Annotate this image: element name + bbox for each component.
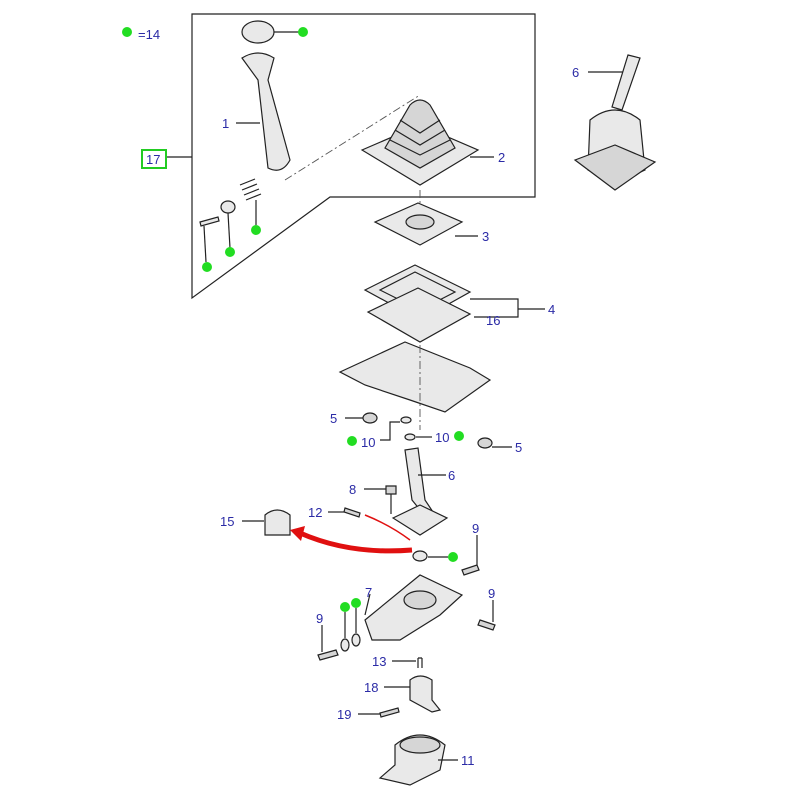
leader-line: [412, 550, 428, 562]
gear-knob: [241, 52, 291, 171]
spring: [239, 178, 262, 201]
callout-16[interactable]: 16: [486, 313, 500, 328]
nut: [362, 412, 378, 424]
leader-line: [340, 638, 350, 652]
green-dot: [351, 598, 361, 608]
leader-line: [573, 144, 657, 191]
leader-line: [477, 619, 496, 631]
leader-line: [379, 707, 400, 718]
leader-line: [364, 593, 371, 616]
callout-9[interactable]: 9: [488, 586, 495, 601]
callout-11[interactable]: 11: [461, 753, 475, 768]
knob-cap: [241, 20, 275, 44]
green-dot: [251, 225, 261, 235]
green-dot: [298, 27, 308, 37]
green-dot: [454, 431, 464, 441]
callout-2[interactable]: 2: [498, 150, 505, 165]
linkage: [409, 675, 442, 713]
callout-15[interactable]: 15: [220, 514, 234, 529]
callout-9[interactable]: 9: [472, 521, 479, 536]
callout-12[interactable]: 12: [308, 505, 322, 520]
shift-lever: [611, 54, 641, 111]
bushing: [220, 200, 236, 214]
callout-1[interactable]: 1: [222, 116, 229, 131]
leader-line: [399, 736, 441, 754]
callout-13[interactable]: 13: [372, 654, 386, 669]
floor-panel: [338, 341, 492, 413]
callout-19[interactable]: 19: [337, 707, 351, 722]
leader-line: [317, 649, 339, 661]
callout-9[interactable]: 9: [316, 611, 323, 626]
callout-10[interactable]: 10: [435, 430, 449, 445]
kit-frame: [191, 13, 536, 300]
leader-line: [389, 119, 451, 156]
green-dot: [202, 262, 212, 272]
leader-line: [284, 94, 421, 181]
callout-4[interactable]: 4: [548, 302, 555, 317]
leader-line: [351, 633, 361, 647]
pin: [199, 216, 220, 227]
group-label: 17: [146, 152, 160, 167]
leader-line: [403, 590, 437, 610]
red-arrow: [298, 530, 413, 554]
leader-line: [461, 564, 480, 576]
green-dot: [448, 552, 458, 562]
leader-line: [405, 214, 435, 230]
leader-line: [385, 485, 397, 514]
green-dot: [225, 247, 235, 257]
clip: [264, 509, 291, 536]
leader-line: [470, 298, 545, 318]
legend-label: =14: [138, 27, 160, 42]
group-label-box[interactable]: [141, 149, 167, 169]
leader-line: [227, 212, 231, 249]
legend-green-dot: [122, 27, 132, 37]
leader-line: [203, 225, 207, 263]
leader-line: [343, 507, 361, 518]
leader-line: [404, 433, 416, 441]
leader-line: [290, 526, 305, 541]
leader-line: [384, 99, 456, 169]
callout-5[interactable]: 5: [515, 440, 522, 455]
leader-line: [400, 416, 412, 424]
callout-8[interactable]: 8: [349, 482, 356, 497]
leader-line: [417, 657, 423, 668]
leader-line: [380, 421, 400, 441]
lever-base: [391, 504, 449, 536]
callout-6[interactable]: 6: [572, 65, 579, 80]
callout-18[interactable]: 18: [364, 680, 378, 695]
callout-10[interactable]: 10: [361, 435, 375, 450]
callout-5[interactable]: 5: [330, 411, 337, 426]
boot-frame-gasket: [366, 287, 472, 343]
green-dot: [347, 436, 357, 446]
nut: [477, 437, 493, 449]
callout-3[interactable]: 3: [482, 229, 489, 244]
leader-line: [364, 514, 411, 541]
callout-7[interactable]: 7: [365, 585, 372, 600]
green-dot: [340, 602, 350, 612]
callout-6[interactable]: 6: [448, 468, 455, 483]
